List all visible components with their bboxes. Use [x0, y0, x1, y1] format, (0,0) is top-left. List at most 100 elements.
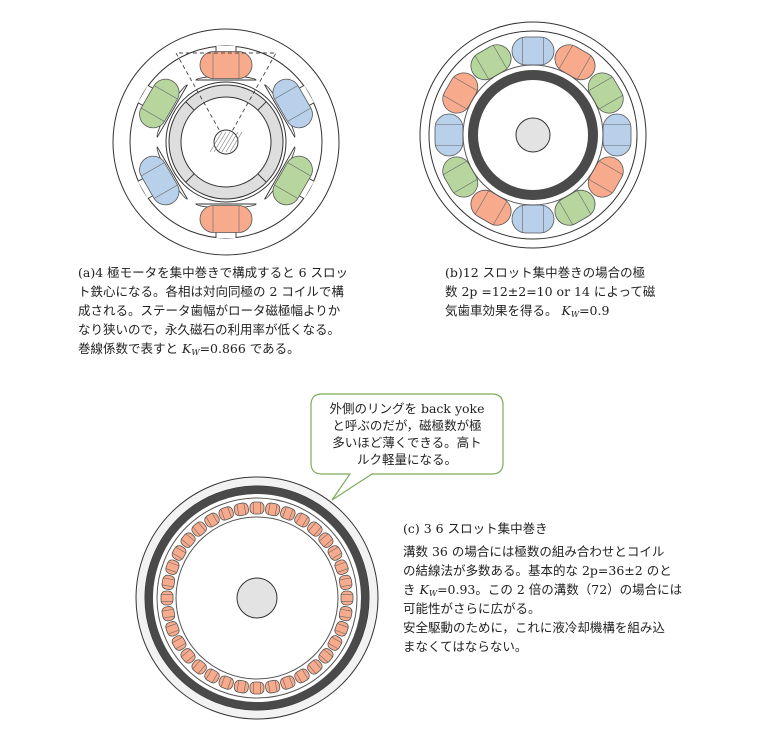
coil-line [185, 654, 196, 663]
text: =0.866 である。 [199, 341, 300, 356]
coil-line [274, 85, 299, 100]
coil-body [171, 635, 187, 651]
coil-line [323, 538, 333, 547]
coil-line [337, 623, 349, 628]
text: 気歯車効果を得る。 [445, 303, 562, 318]
coil-line [301, 668, 309, 680]
coil-orange [161, 606, 176, 622]
coil-line [340, 608, 353, 612]
coil-body [171, 545, 187, 561]
coil-line [197, 522, 206, 532]
coil-body [334, 621, 349, 637]
coil-line [453, 178, 478, 194]
coil-body [161, 574, 176, 590]
coil-body [272, 78, 313, 129]
magnet-divider [257, 173, 267, 183]
caption-line: の結線法が多数ある。基本的な 2p=36±2 のと [403, 563, 672, 578]
coil-line [220, 508, 226, 521]
coil-orange [165, 621, 180, 637]
coil-orange [165, 559, 180, 575]
coil-line [558, 200, 574, 226]
coil-blue [434, 113, 464, 157]
coil-orange [470, 189, 512, 226]
coil-orange [307, 521, 323, 537]
coil-orange [334, 559, 349, 575]
magnet-divider [257, 101, 267, 111]
caption-line: 溝数 36 の場合には極数の組み合わせとコイル [403, 544, 665, 559]
coil-line [313, 659, 322, 670]
coil-line [288, 675, 294, 688]
coil-body [338, 606, 353, 622]
coil-orange [161, 574, 176, 590]
text: 巻線係数で表すと [78, 341, 182, 356]
coil-orange [265, 502, 281, 517]
coil-line [161, 608, 174, 612]
coil-line [442, 160, 468, 176]
coil-line [318, 654, 329, 663]
coil-line [274, 184, 299, 199]
coil-line [274, 680, 278, 692]
coil-orange [334, 621, 349, 637]
coil-line [267, 502, 271, 515]
coil-line [267, 681, 271, 694]
coil-line [181, 538, 191, 547]
coil-line [337, 568, 349, 573]
shaft [236, 577, 278, 619]
shaft-hatched [213, 129, 239, 155]
coil-line [153, 85, 178, 100]
coil-body [318, 648, 334, 664]
coil-orange [318, 648, 334, 664]
coil-blue [272, 78, 313, 129]
caption-c: (c) 3 6 スロット集中巻き 溝数 36 の場合には極数の組み合わせとコイル… [403, 519, 682, 656]
coil-orange [294, 512, 310, 528]
coil-line [308, 522, 317, 532]
coil-green [272, 155, 313, 206]
callout-line: と呼ぶのだが，磁極数が極 [332, 418, 482, 433]
coil-body [265, 679, 281, 694]
coil-orange [327, 545, 343, 561]
coil-line [598, 94, 624, 110]
coil-body [191, 521, 207, 537]
coil-body [294, 512, 310, 528]
coil-line [153, 184, 178, 199]
coil-line [243, 681, 247, 694]
coil-orange [265, 679, 281, 694]
text: =0.93。この 2 倍の溝数（72）の場合には [437, 582, 683, 597]
coil-line [331, 552, 343, 560]
caption-line: (b)12 スロット集中巻きの場合の極 [445, 265, 646, 280]
coil-orange [318, 532, 334, 548]
coil-line [301, 516, 309, 528]
coil-body [161, 606, 176, 622]
caption-line: 数 2p =12±2=10 or 14 によって磁 [445, 284, 656, 299]
hatch-line [221, 131, 235, 153]
coil-line [576, 55, 592, 80]
magnet-divider [185, 173, 195, 183]
coil-line [205, 668, 213, 680]
coil-orange [180, 648, 196, 664]
callout-text: 外側のリングを back yoke と呼ぶのだが，磁極数が極 多いほど薄くできる… [310, 400, 504, 468]
coil-orange [280, 506, 296, 521]
kw-symbol: KW [419, 582, 438, 598]
caption-line: なり狭いので，永久磁石の利用率が低くなる。 [78, 322, 341, 337]
coil-line [492, 44, 508, 70]
coil-line [282, 506, 287, 518]
caption-line: 巻線係数で表すと KW=0.866 である。 [78, 339, 348, 358]
coil-line [474, 55, 490, 80]
coil-line [167, 629, 180, 635]
coil-body [511, 36, 555, 66]
coil-orange [218, 675, 234, 690]
coil-body [327, 545, 343, 561]
coil-line [205, 516, 213, 528]
coil-line [474, 190, 490, 215]
coil-line [295, 672, 303, 684]
caption-line: ト鉄心になる。各相は対向同極の 2 コイルで構 [78, 284, 344, 299]
coil-body [180, 532, 196, 548]
coil-body [434, 113, 464, 157]
coil-body [318, 532, 334, 548]
coil-line [453, 76, 478, 92]
coil-orange [307, 659, 323, 675]
coil-line [295, 512, 303, 524]
coil-orange [338, 606, 353, 622]
